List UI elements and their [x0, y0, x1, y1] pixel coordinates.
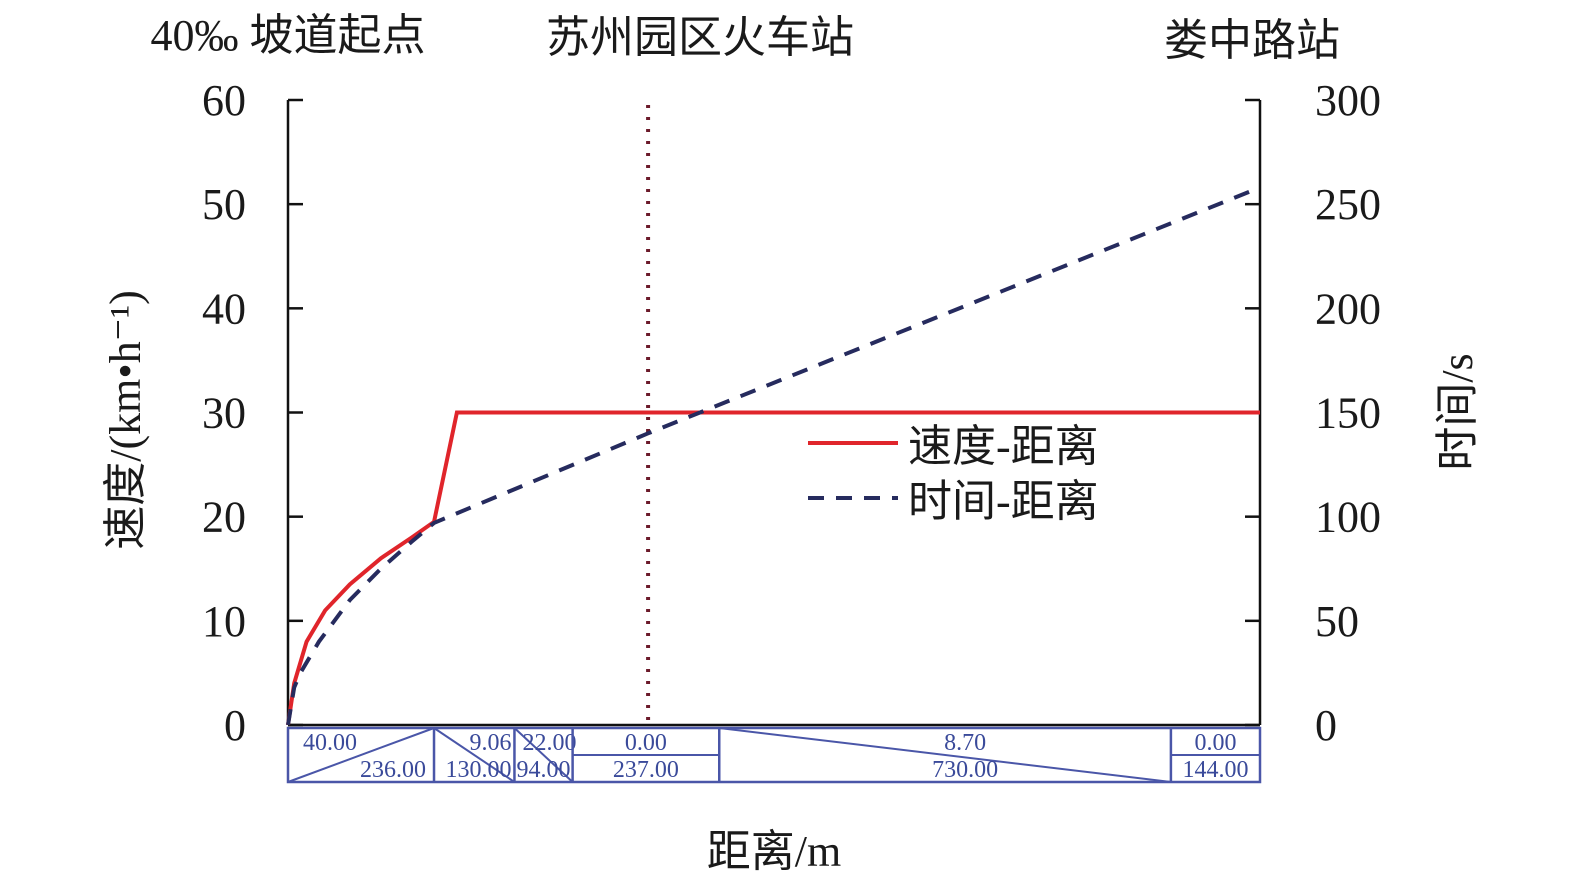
left-tick-label: 20 [202, 493, 246, 542]
right-tick-label: 100 [1315, 493, 1381, 542]
legend-label: 时间-距离 [908, 477, 1099, 526]
profile-length: 730.00 [932, 757, 998, 783]
profile-length: 237.00 [613, 757, 679, 783]
right-tick-label: 200 [1315, 284, 1381, 333]
right-tick-label: 150 [1315, 389, 1381, 438]
right-axis-label: 时间/s [1433, 353, 1482, 470]
profile-grade: 22.00 [522, 730, 576, 756]
left-tick-label: 60 [202, 76, 246, 125]
left-tick-label: 10 [202, 597, 246, 646]
profile-slope-line [513, 727, 574, 783]
left-tick-label: 50 [202, 180, 246, 229]
profile-length: 94.00 [516, 757, 570, 783]
annotation-station: 苏州园区火车站 [546, 13, 854, 62]
right-tick-label: 250 [1315, 180, 1381, 229]
profile-length: 130.00 [445, 757, 511, 783]
left-tick-label: 40 [202, 284, 246, 333]
left-tick-label: 30 [202, 389, 246, 438]
profile-slope-line [287, 727, 435, 783]
annotation-start: 40‰ 坡道起点 [151, 11, 426, 60]
profile-length: 144.00 [1182, 757, 1248, 783]
right-tick-label: 300 [1315, 76, 1381, 125]
left-axis-label: 速度/(km•h⁻¹) [101, 290, 150, 550]
right-tick-label: 0 [1315, 701, 1337, 750]
profile-grade: 0.00 [1194, 730, 1236, 756]
legend-label: 速度-距离 [908, 422, 1099, 471]
profile-grade: 9.06 [469, 730, 511, 756]
series-line-time [286, 185, 1261, 726]
profile-grade: 0.00 [625, 730, 667, 756]
profile-slope-line [719, 727, 1172, 783]
right-tick-label: 50 [1315, 597, 1359, 646]
x-axis-label: 距离/m [707, 827, 841, 876]
annotation-end: 娄中路站 [1164, 16, 1340, 65]
profile-slope-line [433, 727, 516, 783]
left-tick-label: 0 [224, 701, 246, 750]
profile-length: 236.00 [360, 757, 426, 783]
profile-grade: 40.00 [303, 730, 357, 756]
profile-grade: 8.70 [944, 730, 986, 756]
series-line-speed [286, 410, 1260, 726]
